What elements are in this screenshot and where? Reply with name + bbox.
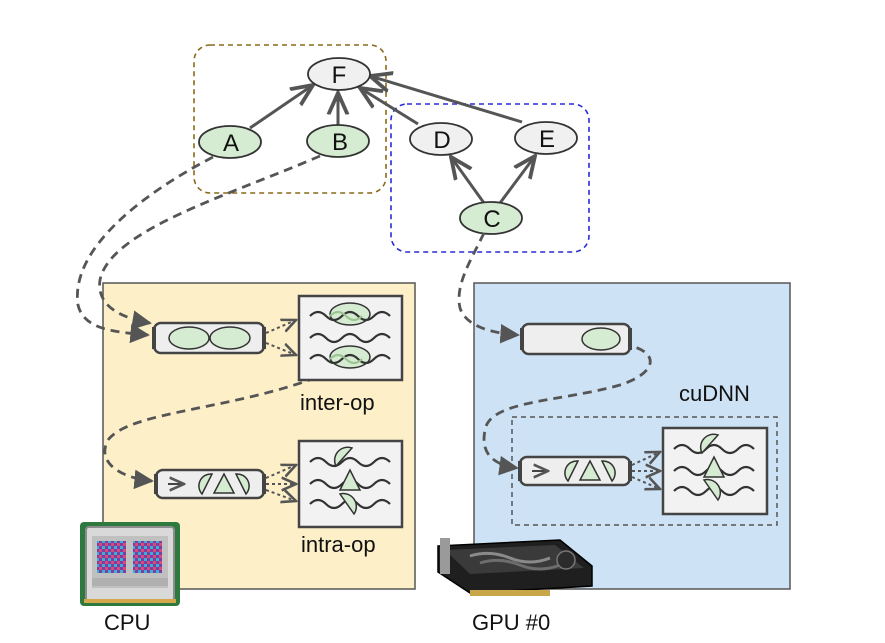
intra-op-label: intra-op	[301, 532, 376, 557]
op-fragment	[702, 478, 722, 502]
node-c-label: C	[483, 206, 500, 233]
op-fragment	[234, 473, 250, 496]
cpu-interop-to-intraop-path	[103, 370, 331, 490]
node-a-label: A	[223, 130, 239, 157]
node-b-label: B	[332, 129, 348, 156]
dispatch-path-b	[98, 154, 321, 330]
cudnn-dispatch-arrow	[631, 452, 660, 466]
gpu-card-icon	[437, 538, 593, 596]
thread-wave	[309, 332, 391, 344]
running-op	[329, 302, 371, 326]
node-c: C	[459, 201, 523, 235]
edge-c-e	[498, 156, 535, 204]
inter-op-label: inter-op	[300, 390, 375, 415]
cpu-interop-queue	[152, 321, 266, 355]
gpu-queue-to-cudnn-path	[482, 342, 652, 476]
thread-wave	[309, 456, 391, 468]
edge-a-f	[249, 85, 313, 130]
dispatch-path-a	[75, 155, 214, 344]
cpu-intraop-threadpool	[297, 439, 404, 529]
gpu-device-label: GPU #0	[472, 610, 550, 635]
cpu-group-box	[193, 44, 387, 194]
node-d-label: D	[433, 127, 450, 154]
op-fragment	[338, 492, 358, 516]
cpu-chip-icon	[80, 522, 180, 606]
op-fragment	[212, 472, 236, 494]
node-f: F	[307, 57, 371, 91]
node-e-label: E	[539, 126, 555, 153]
interop-dispatch-arrow	[265, 342, 296, 355]
cpu-interop-threadpool	[297, 294, 404, 382]
cudnn-dispatch-arrow	[631, 476, 660, 489]
op-fragment	[333, 446, 354, 468]
thread-wave	[673, 443, 755, 455]
cpu-intraop-queue	[154, 468, 266, 500]
gpu-cudnn-threadpool	[661, 426, 769, 516]
queued-op	[581, 327, 621, 351]
gpu-queue	[520, 322, 632, 356]
queued-op	[168, 326, 210, 350]
node-f-label: F	[332, 62, 347, 89]
node-e: E	[514, 121, 578, 155]
cpu-device-label: CPU	[104, 610, 150, 635]
cudnn-box	[511, 416, 778, 526]
gpu-group-box	[390, 103, 590, 253]
intraop-dispatch-arrow	[265, 489, 296, 501]
dispatch-path-c	[457, 232, 520, 344]
thread-wave	[309, 310, 391, 322]
op-fragment	[198, 473, 214, 496]
op-fragment	[564, 460, 580, 483]
op-fragment	[699, 433, 720, 455]
graph-edges	[249, 76, 535, 204]
op-fragment	[578, 459, 602, 481]
edge-c-d	[451, 157, 486, 204]
op-fragment	[600, 460, 616, 483]
running-op	[329, 345, 371, 369]
node-a: A	[198, 125, 262, 159]
queued-op	[209, 326, 251, 350]
cudnn-label: cuDNN	[679, 381, 750, 406]
gpu-cudnn-queue	[518, 455, 632, 487]
node-b: B	[306, 124, 370, 158]
thread-wave	[309, 353, 391, 365]
op-fragment	[702, 455, 726, 478]
edge-e-f	[370, 76, 523, 124]
node-d: D	[409, 122, 473, 156]
op-fragment	[338, 468, 362, 491]
edge-d-f	[360, 88, 419, 126]
